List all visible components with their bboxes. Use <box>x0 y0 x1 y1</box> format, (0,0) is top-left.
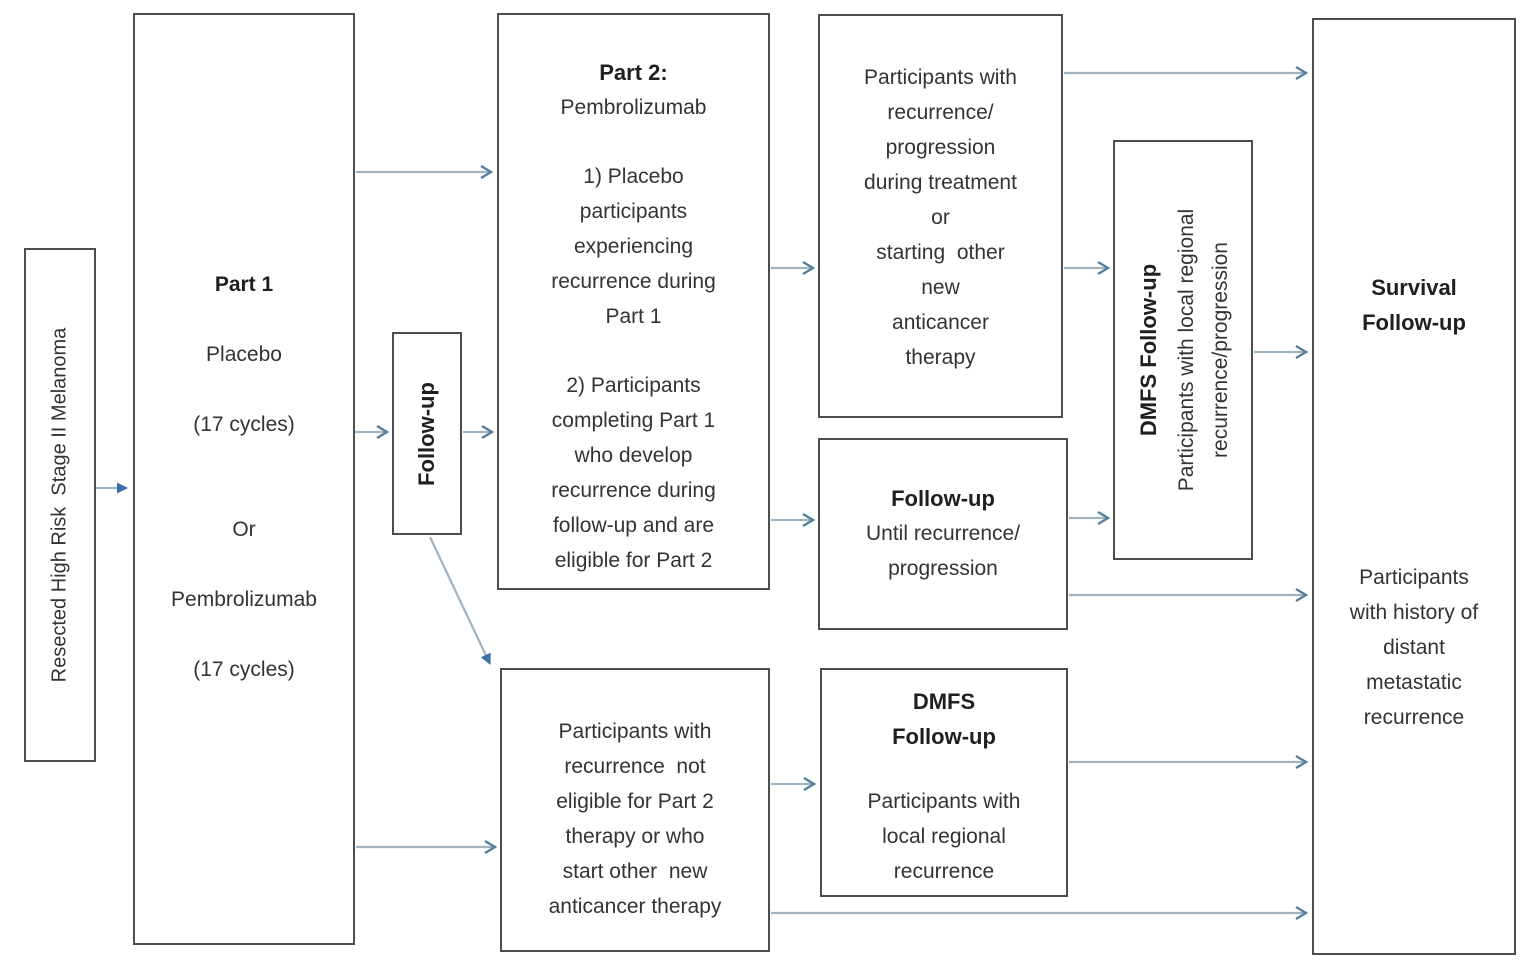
box-followup-small: Follow-up <box>392 332 462 535</box>
part1-line-pembrolizumab: Pembrolizumab <box>171 588 317 611</box>
box-recurrence-not-eligible: Participants with recurrence not eligibl… <box>500 668 770 952</box>
followup-until-title: Follow-up <box>891 486 995 511</box>
part2-subtitle: Pembrolizumab <box>560 96 707 119</box>
box-resected-melanoma: Resected High Risk Stage II Melanoma <box>24 248 96 762</box>
part1-line-or: Or <box>232 518 256 541</box>
survival-text: Participants with history of distant met… <box>1349 566 1479 729</box>
part2-item2: 2) Participants completing Part 1 who de… <box>551 374 716 572</box>
box-part2: Part 2: Pembrolizumab 1) Placebo partici… <box>497 13 770 590</box>
part1-line-placebo: Placebo <box>206 343 282 366</box>
survival-title: Survival Follow-up <box>1362 275 1466 335</box>
part2-item1: 1) Placebo participants experiencing rec… <box>551 165 716 328</box>
part2-title: Part 2: <box>599 60 668 85</box>
recurrence-not-eligible-text: Participants with recurrence not eligibl… <box>548 720 722 918</box>
box-dmfs-followup-bottom: DMFS Follow-up Participants with local r… <box>820 668 1068 897</box>
followup-small-label: Follow-up <box>414 381 439 486</box>
box-recurrence-during-treatment: Participants with recurrence/ progressio… <box>818 14 1063 418</box>
resected-melanoma-label: Resected High Risk Stage II Melanoma <box>48 327 71 683</box>
box-followup-until-recurrence: Follow-up Until recurrence/ progression <box>818 438 1068 630</box>
box-dmfs-followup-vertical: DMFS Follow-up Participants with local r… <box>1113 140 1253 560</box>
part1-line-cycles1: (17 cycles) <box>193 413 295 436</box>
part1-line-cycles2: (17 cycles) <box>193 658 295 681</box>
dmfs-vertical-title: DMFS Follow-up <box>1136 263 1161 437</box>
box-part1: Part 1 Placebo (17 cycles) Or Pembrolizu… <box>133 13 355 945</box>
dmfs-vertical-text: Participants with local regional recurre… <box>1175 208 1232 492</box>
part1-title: Part 1 <box>214 273 274 296</box>
dmfs-bottom-text: Participants with local regional recurre… <box>867 790 1021 883</box>
box-survival-followup: Survival Follow-up Participants with his… <box>1312 18 1516 955</box>
dmfs-bottom-title: DMFS Follow-up <box>892 689 996 749</box>
followup-until-text: Until recurrence/ progression <box>865 522 1021 580</box>
recurrence-during-treatment-text: Participants with recurrence/ progressio… <box>864 66 1017 369</box>
flow-arrow <box>429 536 491 665</box>
